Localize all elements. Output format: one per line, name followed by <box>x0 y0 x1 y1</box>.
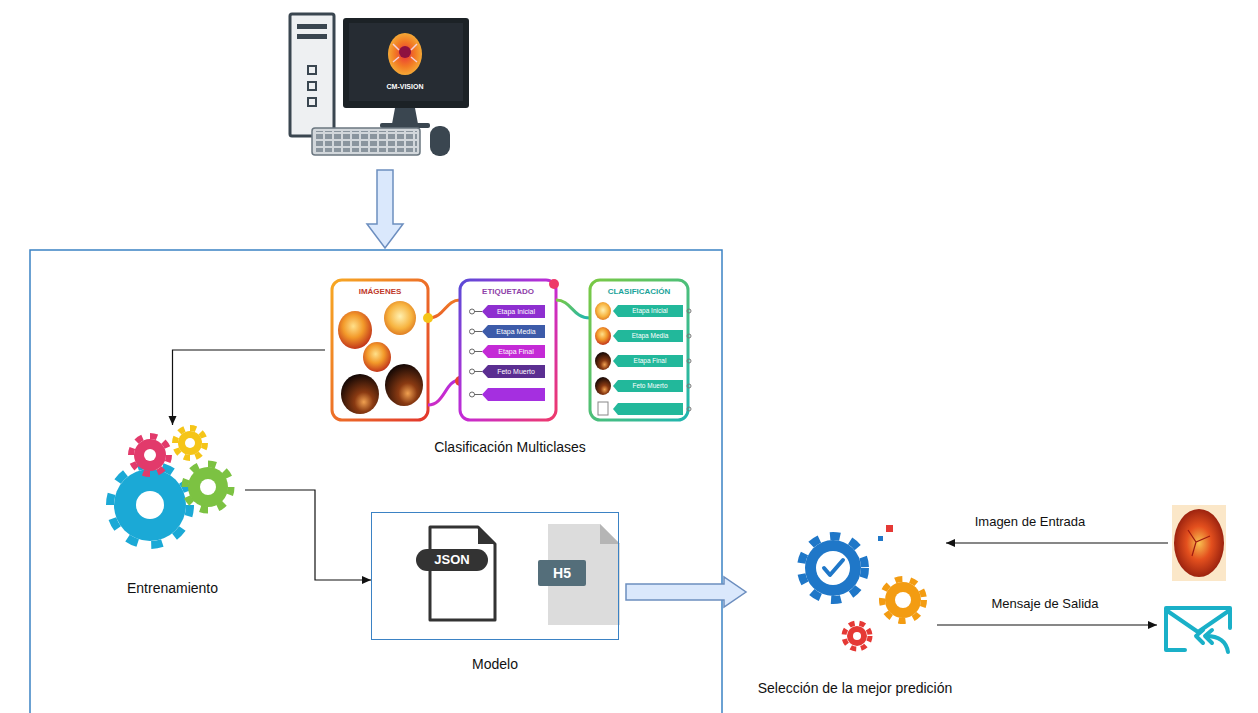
panel-title: IMÁGENES <box>359 286 402 297</box>
flow-arrow <box>626 577 746 607</box>
connector <box>245 490 371 580</box>
panel-title: ETIQUETADO <box>482 286 534 297</box>
tag-text: Etapa Media <box>618 330 682 342</box>
connector <box>173 350 326 425</box>
gears-icon <box>110 428 231 545</box>
arrow-label: Imagen de Entrada <box>975 514 1086 530</box>
node-label: Entrenamiento <box>127 579 218 597</box>
screen-logo-text: CM-VISION <box>387 82 424 92</box>
computer-icon <box>290 14 469 156</box>
tag-text: Feto Muerto <box>618 380 682 392</box>
prediction-selector: Selección de la mejor predición <box>750 515 960 697</box>
json-file-icon <box>430 527 495 620</box>
tag-text: Etapa Final <box>618 355 682 367</box>
flow-arrow <box>367 170 403 248</box>
box-caption: Modelo <box>372 655 618 673</box>
tag-text: Etapa Media <box>488 325 544 338</box>
classification-art <box>332 279 691 420</box>
node-label: Selección de la mejor predición <box>758 679 953 697</box>
input-arrow <box>946 542 1168 543</box>
tag-text: Etapa Final <box>488 345 544 358</box>
tag-text: Etapa Inicial <box>488 305 544 318</box>
node-label: Clasificación Multiclases <box>434 438 586 456</box>
mail-reply-icon <box>1166 608 1230 652</box>
tag-text: Etapa Inicial <box>618 305 682 317</box>
file-type-badge: JSON <box>416 549 488 571</box>
training-gears: Entrenamiento <box>100 425 245 597</box>
classification-illustration: Clasificación Multiclases <box>325 276 695 456</box>
output-arrow <box>937 624 1157 625</box>
system-frame <box>30 250 722 713</box>
arrow-label: Mensaje de Salida <box>992 596 1099 612</box>
panel-title: CLASIFICACIÓN <box>608 286 671 297</box>
file-type-badge: H5 <box>538 560 586 586</box>
input-egg-image <box>1172 505 1226 581</box>
selection-icon <box>801 525 924 649</box>
tag-text: Feto Muerto <box>488 365 544 378</box>
